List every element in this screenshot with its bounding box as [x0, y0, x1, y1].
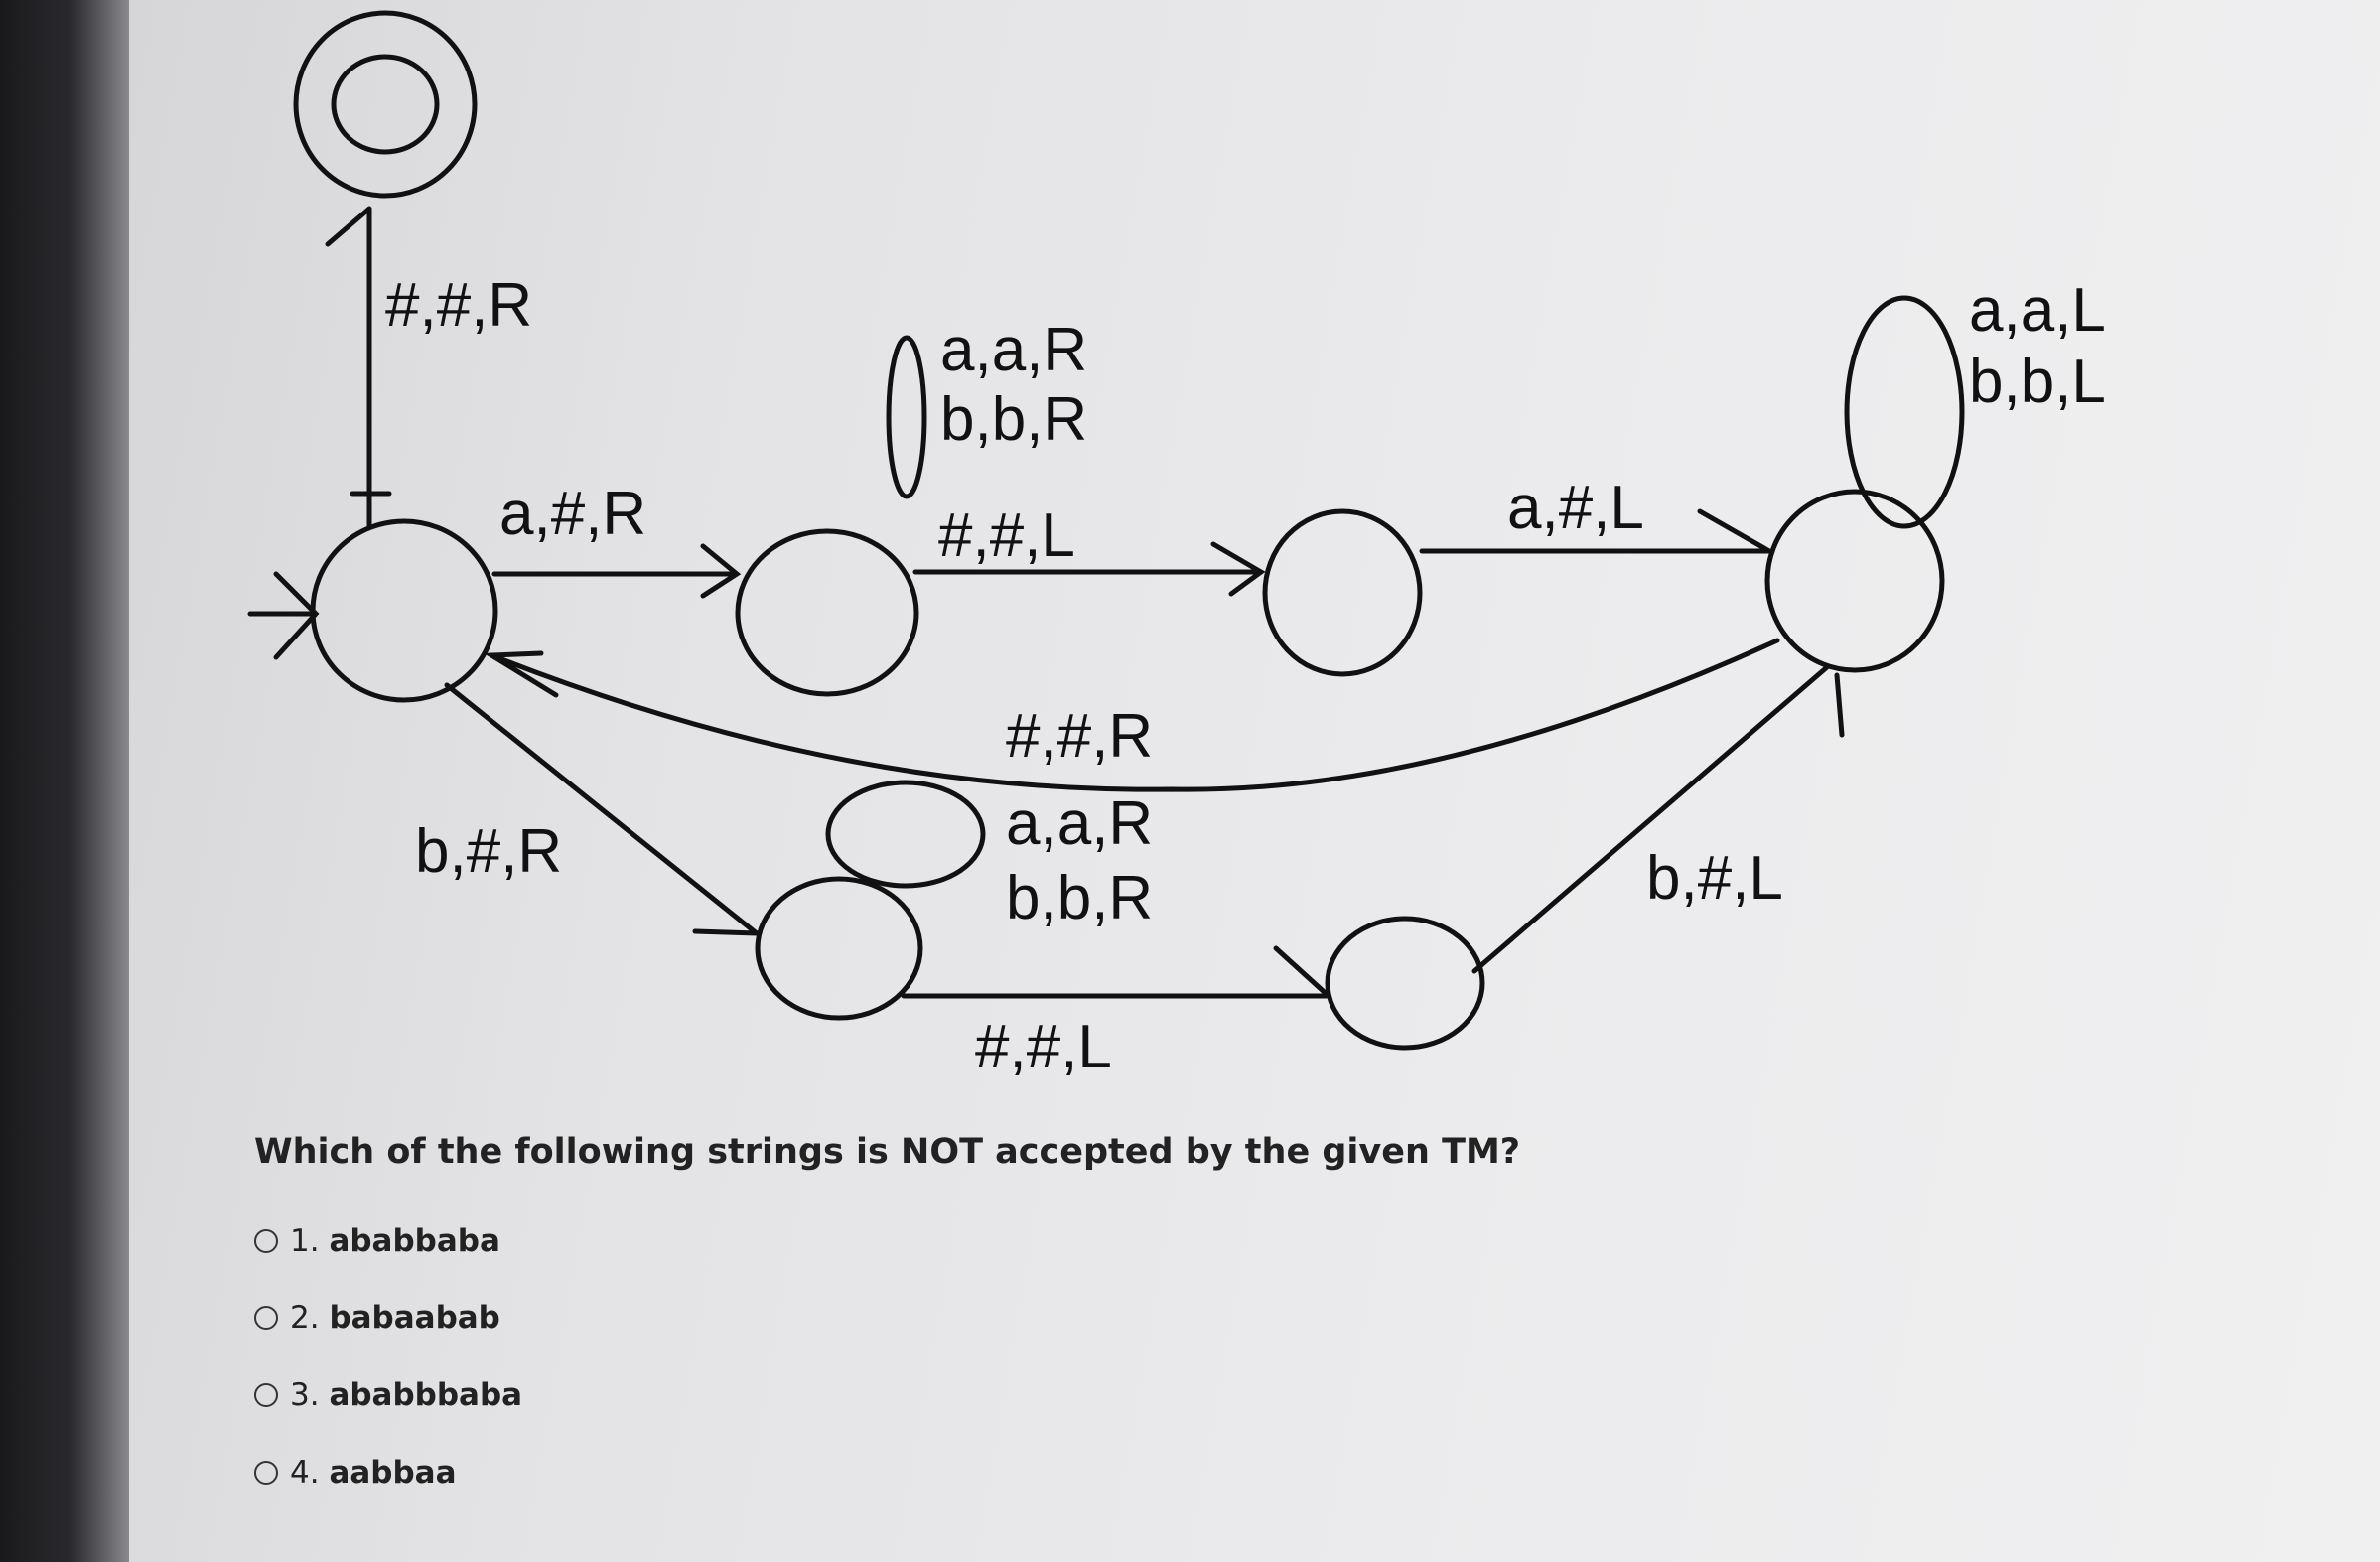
option-label: babaabab — [329, 1300, 500, 1336]
loop-a1 — [886, 335, 927, 499]
label-b1-b2: #,#,L — [975, 1013, 1112, 1081]
option-label: aabbaa — [329, 1455, 457, 1491]
option-2[interactable]: 2. babaabab — [254, 1298, 500, 1338]
label-start-b1: b,#,R — [415, 817, 562, 886]
loop-return — [1844, 295, 1965, 529]
state-b1 — [755, 876, 923, 1021]
edge-start-accept — [325, 206, 372, 529]
option-number: 2. — [290, 1300, 320, 1336]
radio-button[interactable] — [254, 1383, 278, 1407]
question-text: Which of the following strings is NOT ac… — [254, 1132, 1521, 1172]
option-3[interactable]: 3. ababbbaba — [254, 1375, 522, 1415]
accept-state-outer — [293, 10, 478, 199]
label-return-start: #,#,R — [1006, 702, 1153, 771]
label-return-loop-1: a,a,L — [1969, 276, 2106, 345]
state-a2 — [1262, 508, 1423, 677]
state-return — [1764, 489, 1945, 673]
radio-button[interactable] — [254, 1461, 278, 1485]
label-start-accept: #,#,R — [385, 271, 532, 340]
start-state — [310, 518, 498, 703]
radio-button[interactable] — [254, 1229, 278, 1253]
option-label: ababbbaba — [329, 1377, 523, 1413]
edge-a2-return — [1419, 508, 1772, 554]
label-b1-loop-1: a,a,R — [1006, 789, 1153, 858]
turing-machine-diagram: #,#,R a,#,R a,a,R b,b,R #,#,L a,#,L a,a,… — [247, 10, 2106, 1081]
start-arrow — [247, 571, 320, 660]
label-start-a1: a,#,R — [499, 480, 646, 548]
option-number: 1. — [290, 1223, 320, 1259]
option-1[interactable]: 1. ababbaba — [254, 1221, 500, 1261]
option-label: ababbaba — [329, 1223, 500, 1259]
edge-a1-a2 — [912, 541, 1266, 597]
edge-return-start — [483, 638, 1780, 792]
edge-start-a1 — [491, 543, 742, 599]
label-b1-loop-2: b,b,R — [1006, 864, 1153, 932]
loop-b1 — [825, 780, 986, 889]
accept-state-inner — [331, 54, 440, 155]
label-a1-loop-2: b,b,R — [940, 385, 1087, 454]
label-a1-a2: #,#,L — [938, 501, 1075, 570]
option-number: 3. — [290, 1377, 320, 1413]
label-a1-loop-1: a,a,R — [940, 316, 1087, 384]
monitor-bezel — [0, 0, 129, 1562]
option-4[interactable]: 4. aabbaa — [254, 1453, 457, 1492]
edge-b1-b2 — [901, 945, 1331, 999]
edge-b2-return — [1471, 664, 1845, 974]
label-a2-return: a,#,L — [1507, 474, 1644, 542]
edge-start-b1 — [444, 682, 760, 936]
label-b2-return: b,#,L — [1646, 844, 1783, 913]
label-return-loop-2: b,b,L — [1969, 348, 2106, 416]
state-b2 — [1325, 916, 1485, 1051]
screen-area — [129, 0, 2380, 1562]
radio-button[interactable] — [254, 1306, 278, 1330]
state-a1 — [735, 528, 919, 697]
option-number: 4. — [290, 1455, 320, 1491]
